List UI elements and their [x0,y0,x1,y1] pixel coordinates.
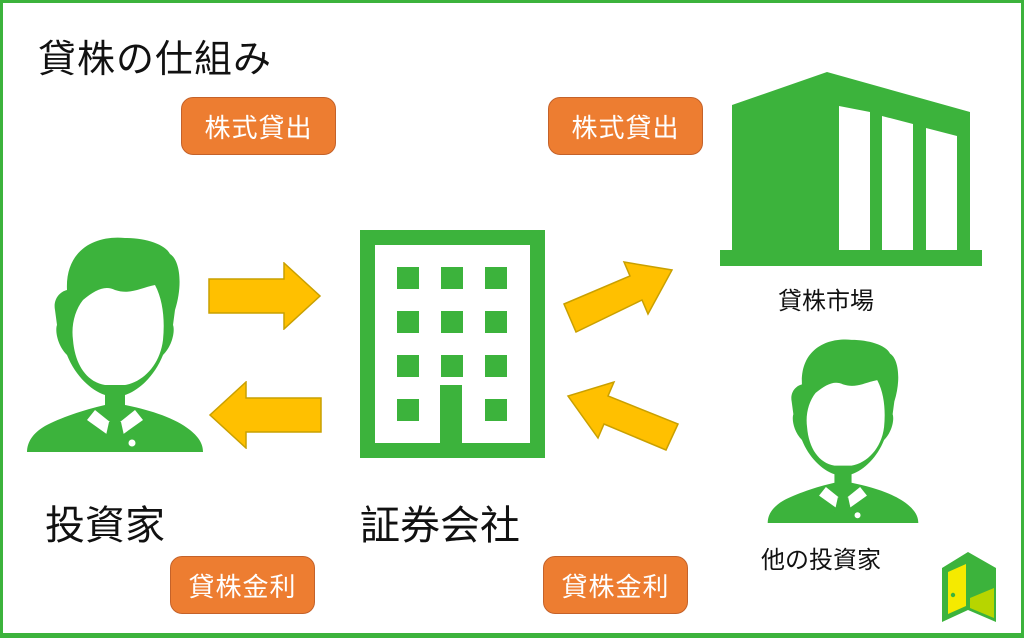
securities-company-label: 証券会社 [360,503,520,549]
lending-rate-tag-left: 貸株金利 [170,556,315,614]
arrow-right-icon [208,262,322,330]
lending-rate-tag-right: 貸株金利 [543,556,688,614]
person-icon [27,237,203,452]
arrow-left-icon [208,381,322,449]
arrow-up-left-icon [566,380,680,451]
person-icon [767,339,919,523]
stock-lending-tag-right: 株式貸出 [548,97,703,155]
stock-lending-tag-left: 株式貸出 [181,97,336,155]
door-logo-icon [942,552,996,622]
office-building-icon [360,230,545,458]
securities-company-node [360,230,545,458]
arrow-securities-to-investor [208,381,322,449]
warehouse-icon [720,72,982,266]
arrow-up-right-icon [563,261,674,334]
other-investor-label: 他の投資家 [761,546,881,574]
investor-label: 投資家 [45,503,165,549]
arrow-securities-to-market [562,256,674,338]
diagram-title: 貸株の仕組み [38,37,273,81]
investor-node [25,230,205,452]
lending-market-node [720,70,982,268]
arrow-other-investor-to-securities [566,376,680,452]
other-investor-node [766,333,920,523]
lending-market-label: 貸株市場 [778,287,874,315]
logo [940,550,998,624]
arrow-investor-to-securities [208,262,322,330]
